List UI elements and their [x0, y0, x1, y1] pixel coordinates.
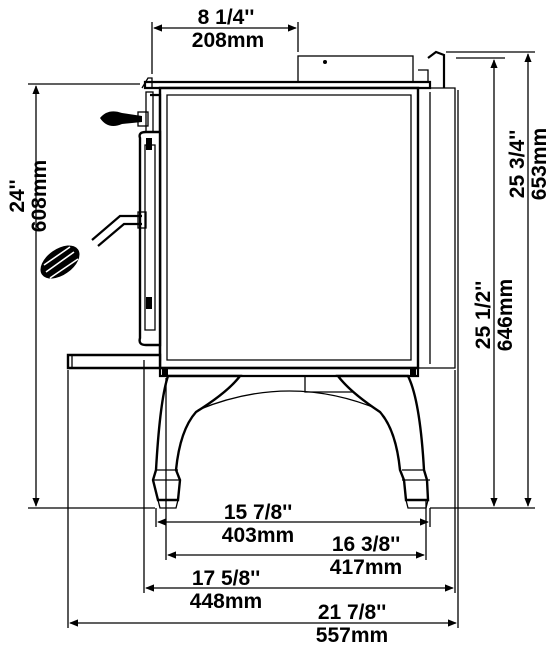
door-handle-coil	[40, 245, 81, 283]
left-height-imperial: 24''	[6, 179, 29, 212]
legs-width-metric: 403mm	[222, 524, 294, 547]
stove-outline	[40, 50, 456, 509]
dimension-lines	[28, 22, 535, 628]
right-outer-height-metric: 653mm	[528, 128, 551, 200]
legs-width-imperial: 15 7/8''	[224, 501, 292, 524]
base-width-imperial: 17 5/8''	[192, 567, 260, 590]
right-outer-height-imperial: 25 3/4''	[506, 130, 529, 198]
right-inner-height-metric: 646mm	[494, 279, 517, 351]
base-width-metric: 448mm	[190, 590, 262, 613]
top-depth-imperial: 8 1/4''	[198, 6, 255, 29]
right-inner-height-imperial: 25 1/2''	[472, 281, 495, 349]
left-height-metric: 608mm	[28, 160, 51, 232]
dimension-labels: 8 1/4'' 208mm 24'' 608mm 25 3/4'' 653mm …	[6, 6, 551, 647]
body-width-imperial: 16 3/8''	[332, 533, 400, 556]
body-width-metric: 417mm	[330, 556, 402, 579]
top-depth-metric: 208mm	[192, 29, 264, 52]
overall-width-imperial: 21 7/8''	[318, 601, 386, 624]
overall-width-metric: 557mm	[316, 624, 388, 647]
stove-legs	[151, 374, 430, 509]
